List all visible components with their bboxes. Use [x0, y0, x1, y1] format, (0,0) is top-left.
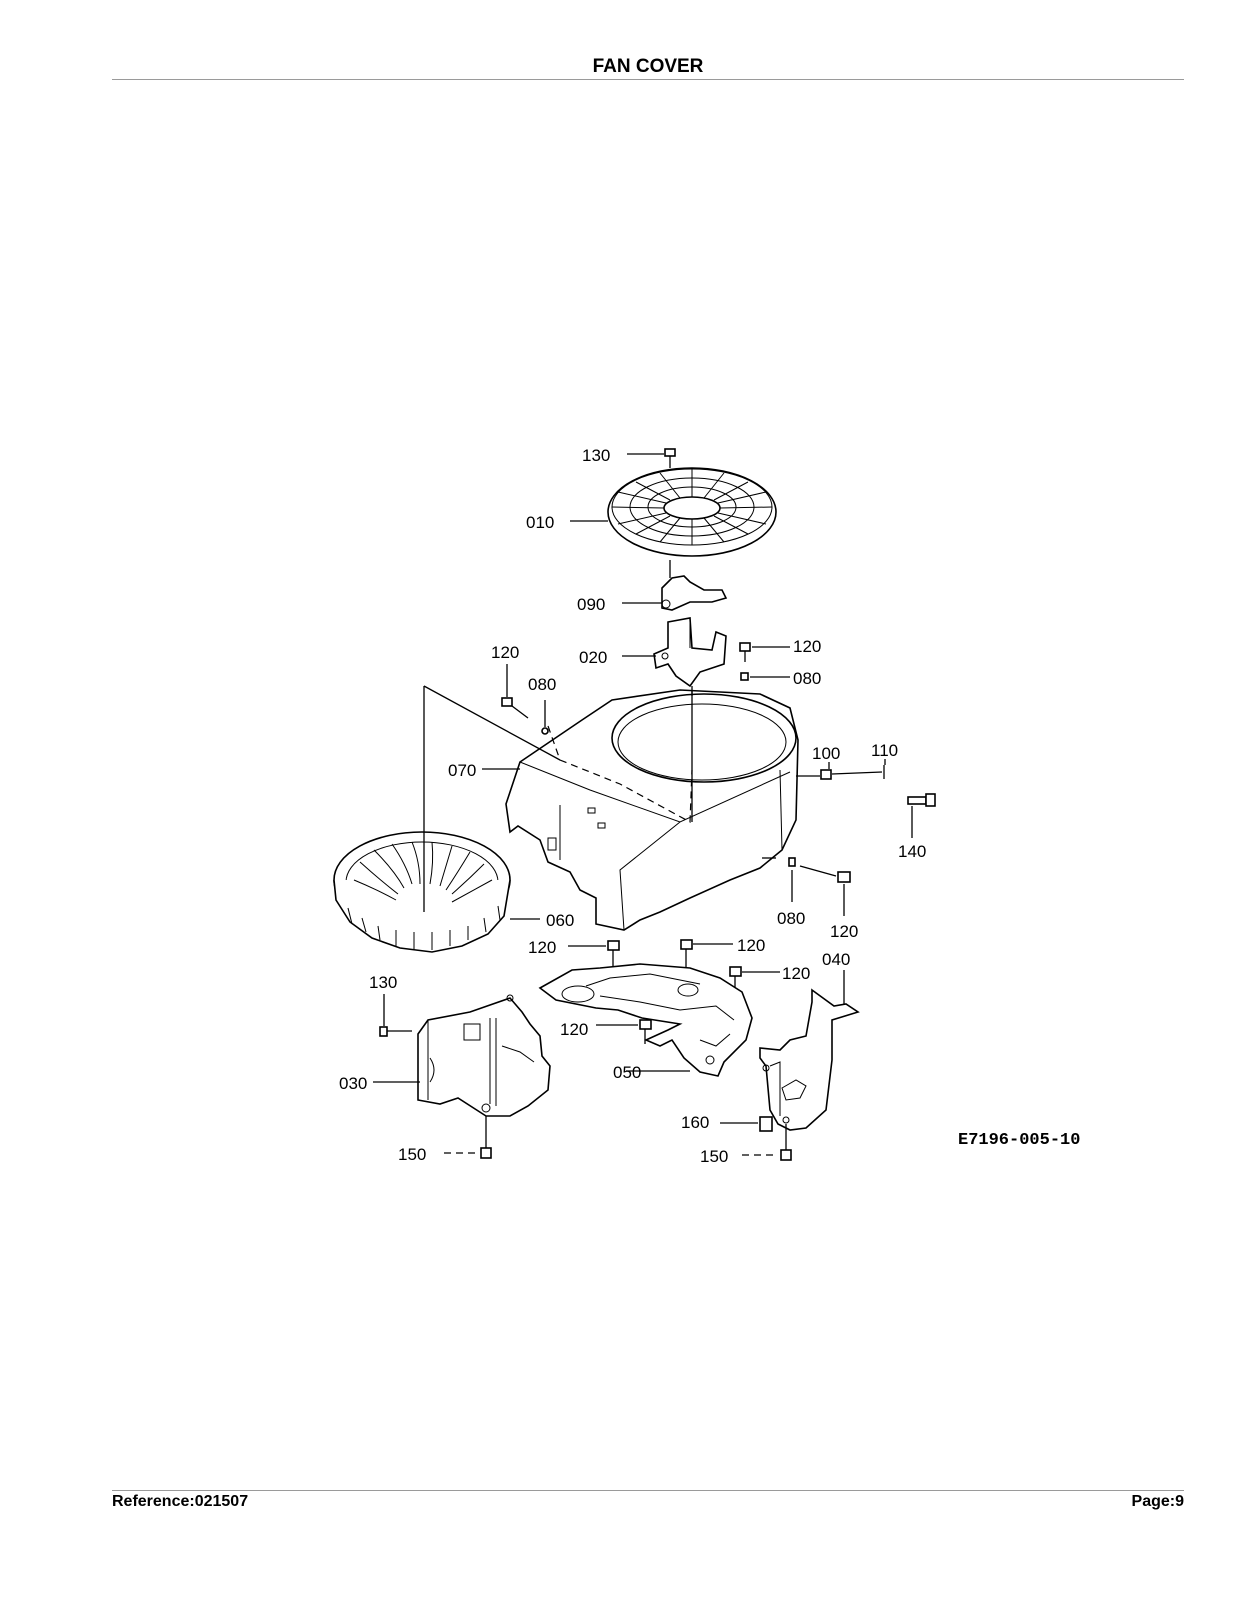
callout-120: 120 [560, 1020, 588, 1039]
callout-020: 020 [579, 648, 607, 667]
callout-160: 160 [681, 1113, 709, 1132]
callout-120: 120 [491, 643, 519, 662]
bolt-120-c [837, 871, 851, 883]
baffle-040 [759, 988, 860, 1131]
collar-100 [820, 769, 832, 780]
fan-grille-010 [607, 467, 777, 557]
callout-120: 120 [737, 936, 765, 955]
bracket-020 [653, 617, 727, 688]
fan-shroud-070 [505, 689, 799, 931]
callout-120: 120 [793, 637, 821, 656]
diagram-code: E7196-005-10 [958, 1131, 1080, 1150]
bolt-140 [907, 793, 936, 807]
callout-120: 120 [782, 964, 810, 983]
header-rule [112, 79, 1184, 80]
base-plate-050 [538, 963, 753, 1077]
baffle-030 [417, 994, 551, 1117]
callout-070: 070 [448, 761, 476, 780]
reference-number: Reference:021507 [112, 1493, 249, 1510]
bolt-120-a [501, 697, 529, 719]
callout-120: 120 [830, 922, 858, 941]
bolt-120-g [639, 1019, 652, 1044]
callout-140: 140 [898, 842, 926, 861]
callout-010: 010 [526, 513, 554, 532]
bolt-130-bottom [379, 1026, 412, 1037]
callout-100: 100 [812, 744, 840, 763]
bracket-090 [661, 575, 728, 611]
washer-080-a [541, 727, 549, 735]
callout-060: 060 [546, 911, 574, 930]
bolt-150-a [480, 1116, 492, 1159]
page-title: FAN COVER [592, 56, 704, 77]
callout-110: 110 [871, 741, 898, 760]
callout-150: 150 [398, 1145, 426, 1164]
callout-090: 090 [577, 595, 605, 614]
bolt-150-b [780, 1124, 792, 1161]
callout-080: 080 [793, 669, 821, 688]
cooling-fan-060 [333, 831, 511, 953]
callout-120: 120 [528, 938, 556, 957]
callout-050: 050 [613, 1063, 641, 1082]
callout-040: 040 [822, 950, 850, 969]
callout-150: 150 [700, 1147, 728, 1166]
bolt-160 [759, 1116, 773, 1132]
bolt-120-b [739, 642, 751, 662]
callout-030: 030 [339, 1074, 367, 1093]
page-number: Page:9 [1131, 1493, 1184, 1510]
washer-080-b [740, 672, 749, 681]
callout-130: 130 [369, 973, 397, 992]
washer-080-c [788, 857, 796, 867]
footer-rule [112, 1490, 1184, 1491]
callout-130: 130 [582, 446, 610, 465]
bolt-130-top [664, 448, 676, 468]
callout-080: 080 [777, 909, 805, 928]
callout-080: 080 [528, 675, 556, 694]
